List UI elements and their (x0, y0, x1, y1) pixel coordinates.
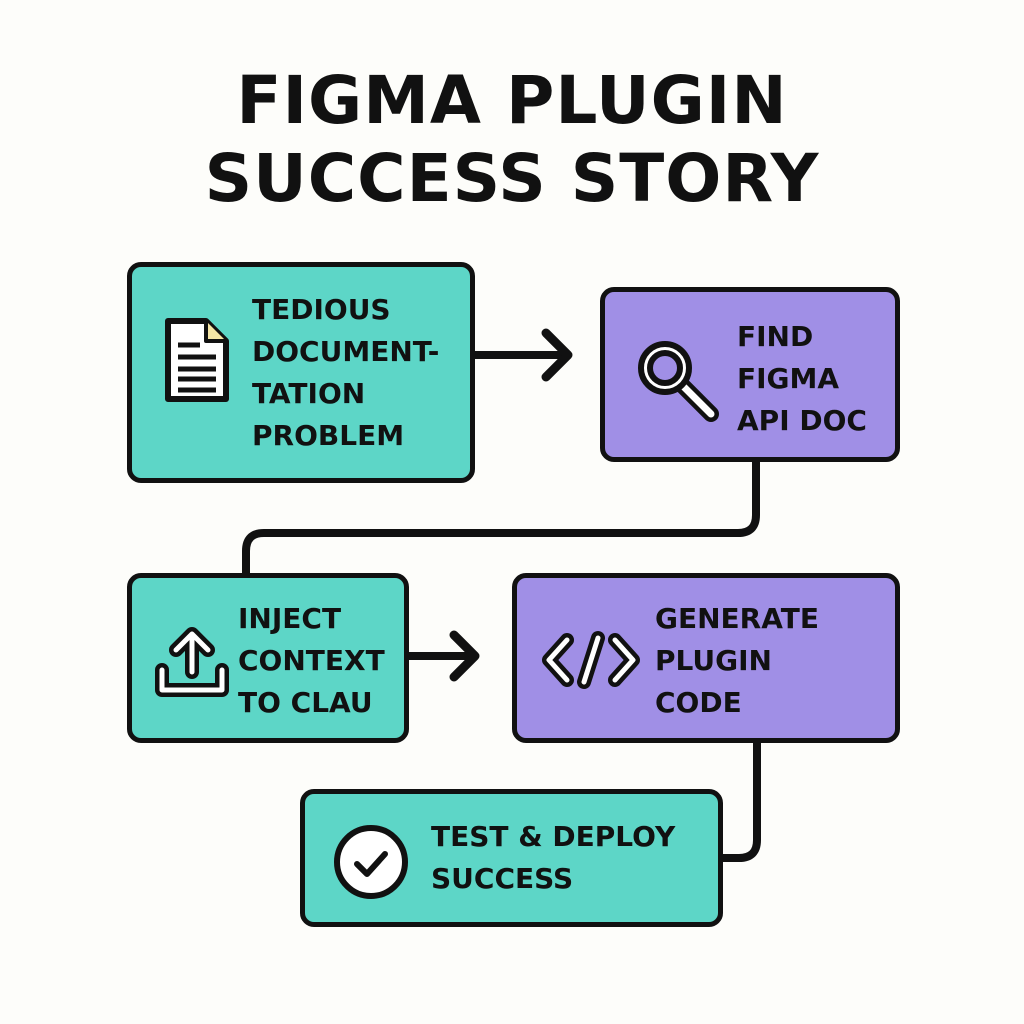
label-line: TO CLAU (238, 686, 373, 719)
label-line: INJECT (238, 602, 342, 635)
step-generate-code-label: GENERATE PLUGIN CODE (655, 598, 819, 724)
search-icon (638, 341, 719, 422)
label-line: TATION (252, 377, 366, 410)
step-problem-label: TEDIOUS DOCUMENT- TATION PROBLEM (252, 289, 439, 457)
step-problem: TEDIOUS DOCUMENT- TATION PROBLEM (127, 262, 475, 483)
step-test-deploy-label: TEST & DEPLOY SUCCESS (431, 816, 675, 900)
label-line: API DOC (737, 404, 867, 437)
label-line: FIND (737, 320, 814, 353)
check-circle-icon (334, 825, 408, 899)
step-inject-context: INJECT CONTEXT TO CLAU (127, 573, 409, 743)
line-find-docs-to-inject-context (242, 459, 760, 577)
label-line: PROBLEM (252, 419, 405, 452)
arrow-inject-to-generate (402, 630, 480, 682)
label-line: SUCCESS (431, 862, 574, 895)
step-generate-code: GENERATE PLUGIN CODE (512, 573, 900, 743)
diagram-title: FIGMA PLUGIN SUCCESS STORY (0, 62, 1024, 218)
label-line: GENERATE (655, 602, 819, 635)
code-icon (542, 631, 640, 689)
arrow-problem-to-find-docs (469, 328, 573, 382)
line-generate-to-test-deploy (720, 739, 761, 862)
label-line: CODE (655, 686, 742, 719)
label-line: PLUGIN (655, 644, 772, 677)
step-inject-context-label: INJECT CONTEXT TO CLAU (238, 598, 385, 724)
document-icon (165, 318, 229, 402)
title-line-2: SUCCESS STORY (204, 140, 820, 217)
label-line: TEDIOUS (252, 293, 391, 326)
step-find-docs: FIND FIGMA API DOC (600, 287, 900, 462)
label-line: CONTEXT (238, 644, 385, 677)
label-line: DOCUMENT- (252, 335, 440, 368)
label-line: FIGMA (737, 362, 840, 395)
upload-icon (155, 627, 229, 697)
step-test-deploy: TEST & DEPLOY SUCCESS (300, 789, 723, 927)
step-find-docs-label: FIND FIGMA API DOC (737, 316, 867, 442)
label-line: TEST & DEPLOY (431, 820, 676, 853)
title-line-1: FIGMA PLUGIN (236, 62, 788, 139)
